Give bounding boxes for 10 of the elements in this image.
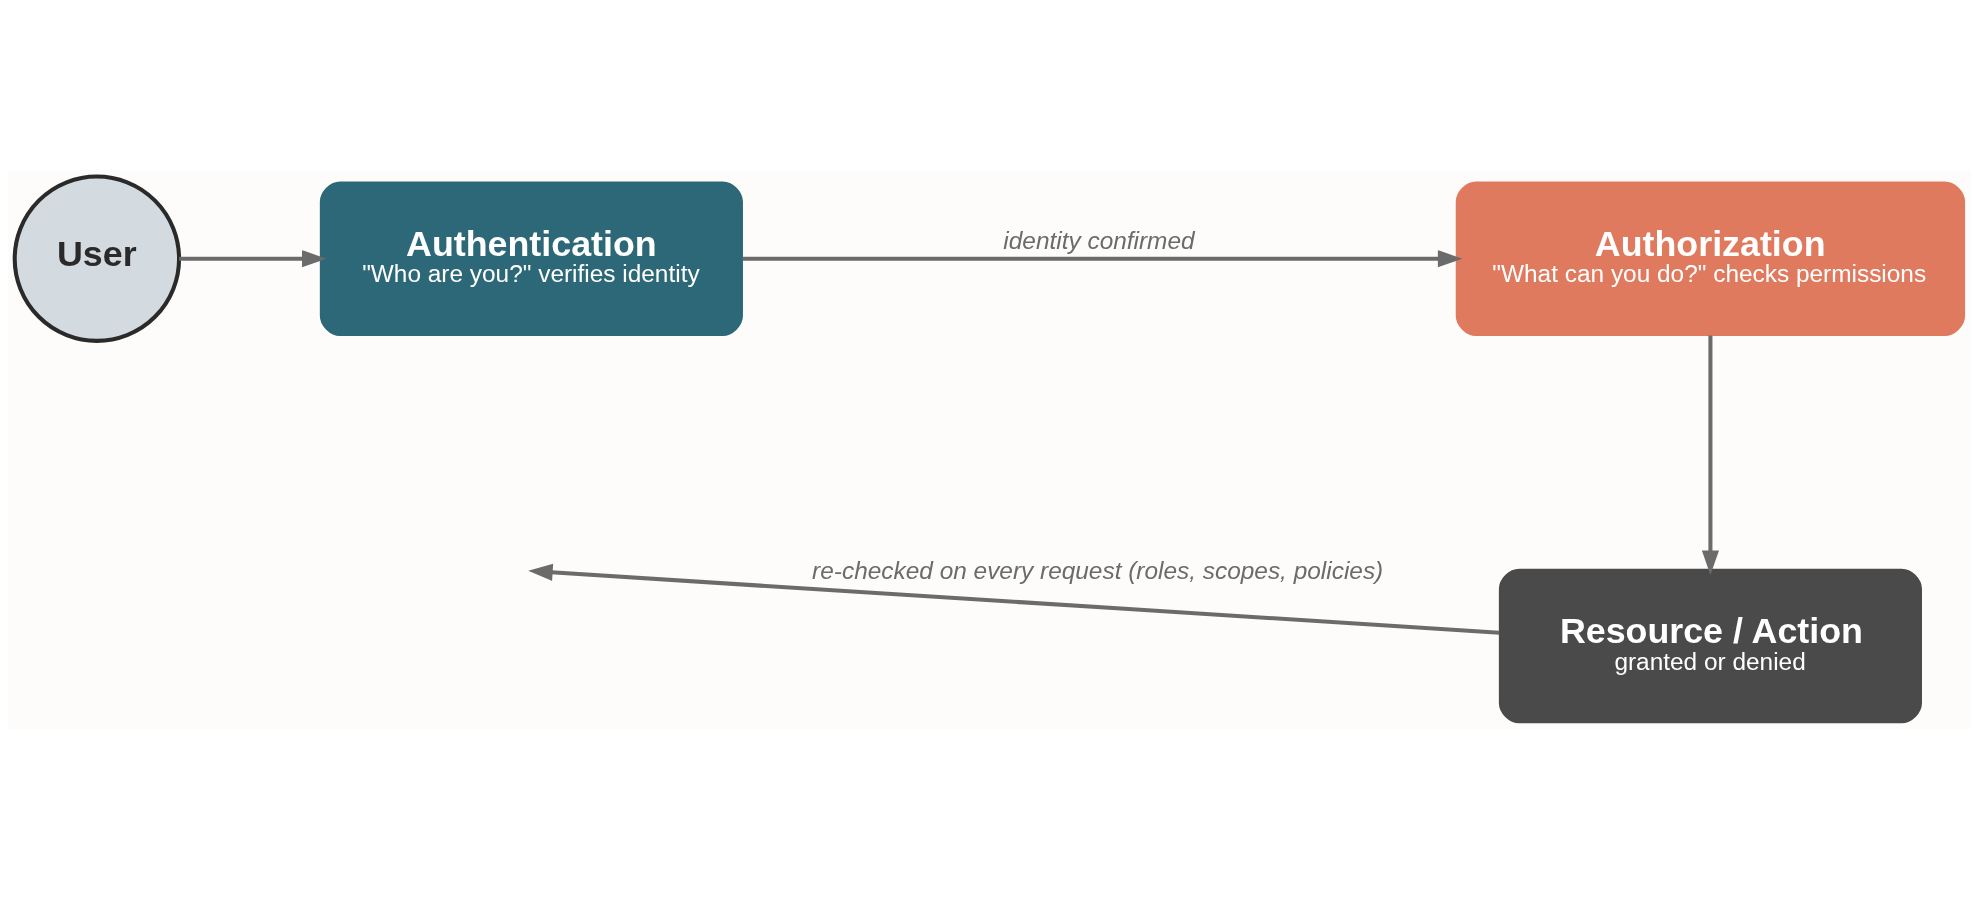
arrow xyxy=(1701,335,1719,575)
edge-label: identity confirmed xyxy=(1003,226,1195,254)
arrow xyxy=(179,250,327,268)
node-box: Authentication "Who are you?" verifies identity xyxy=(319,181,743,336)
node-box: Authorization "What can you do?" checks permissions xyxy=(1455,181,1966,336)
arrow xyxy=(528,563,1500,635)
arrow xyxy=(742,250,1463,268)
edge-label: re-checked on every request (roles, scopes, policies) xyxy=(812,557,1384,585)
node-circle: User xyxy=(12,174,182,343)
node-box: Resource / Action granted or denied xyxy=(1498,568,1922,724)
